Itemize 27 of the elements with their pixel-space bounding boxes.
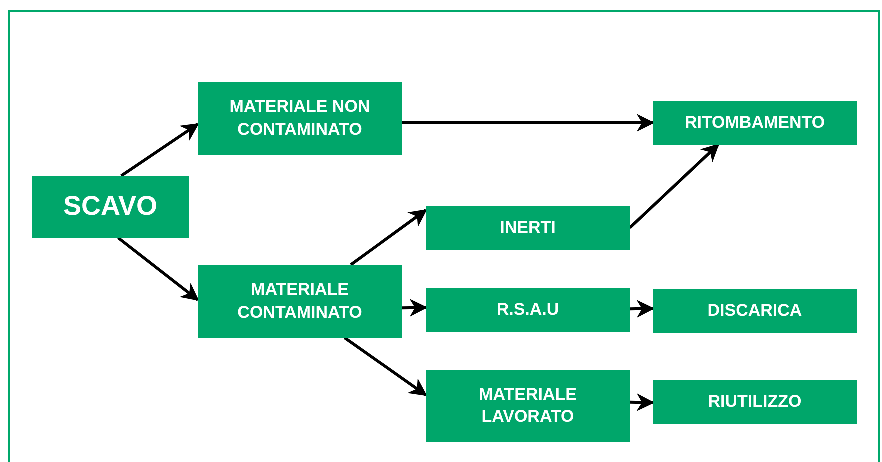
arrow: [117, 236, 200, 302]
box-label: MATERIALE NON CONTAMINATO: [228, 96, 372, 140]
process-box: [32, 176, 189, 238]
arrow: [628, 144, 720, 230]
arrow: [630, 394, 655, 412]
box-label: MATERIALE LAVORATO: [478, 384, 578, 428]
process-box: [426, 288, 630, 332]
process-box: [653, 101, 857, 145]
box-label: R.S.A.U: [496, 298, 560, 321]
process-box: [198, 265, 402, 338]
arrow: [344, 336, 428, 396]
box-label: DISCARICA: [708, 300, 802, 322]
arrow: [630, 300, 655, 318]
box-label: MATERIALE CONTAMINATO: [236, 279, 364, 324]
arrow: [402, 298, 428, 317]
process-box: [653, 380, 857, 424]
box-label: RIUTILIZZO: [708, 390, 802, 413]
process-box: [653, 289, 857, 333]
box-label: RITOMBAMENTO: [684, 112, 826, 134]
arrow: [402, 114, 655, 132]
arrow: [120, 123, 200, 178]
arrow: [350, 209, 428, 266]
process-box: [426, 206, 630, 250]
box-label: INERTI: [500, 216, 556, 239]
process-box: [198, 82, 402, 155]
process-box: [426, 370, 630, 442]
box-label: SCAVO: [63, 190, 158, 224]
